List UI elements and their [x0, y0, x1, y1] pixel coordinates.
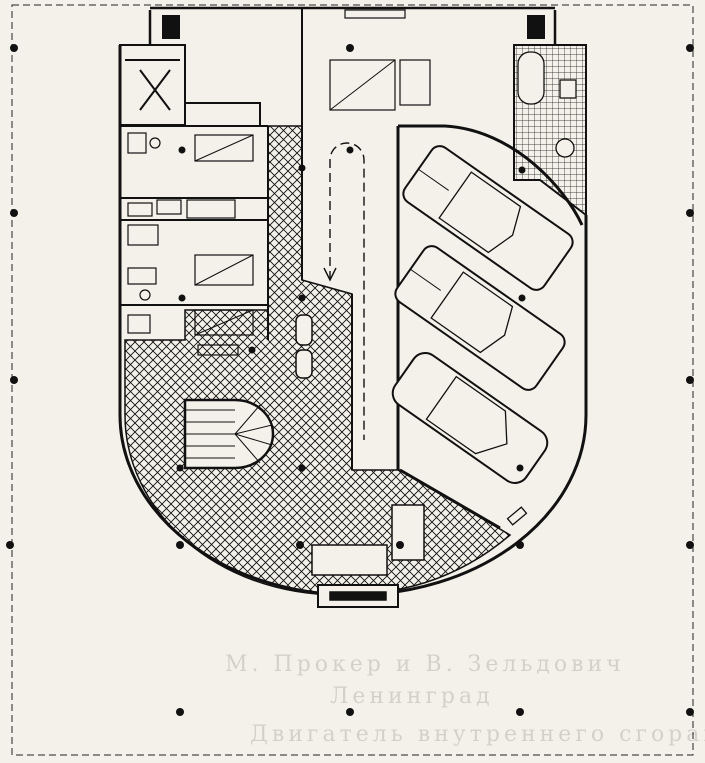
car-1	[402, 145, 574, 291]
chimney-left	[162, 15, 180, 39]
top-wall	[148, 6, 557, 45]
column-grid	[6, 44, 694, 716]
spiral-staircase	[183, 398, 275, 470]
chimney-right	[527, 15, 545, 39]
entry-rooms	[301, 8, 431, 170]
glass-wall-segment	[399, 468, 501, 530]
service-rooms	[119, 44, 269, 356]
bathroom	[513, 44, 587, 218]
hall-fixtures	[295, 314, 425, 608]
car-2	[394, 245, 566, 391]
car-3	[391, 352, 549, 484]
door-right	[506, 506, 528, 526]
